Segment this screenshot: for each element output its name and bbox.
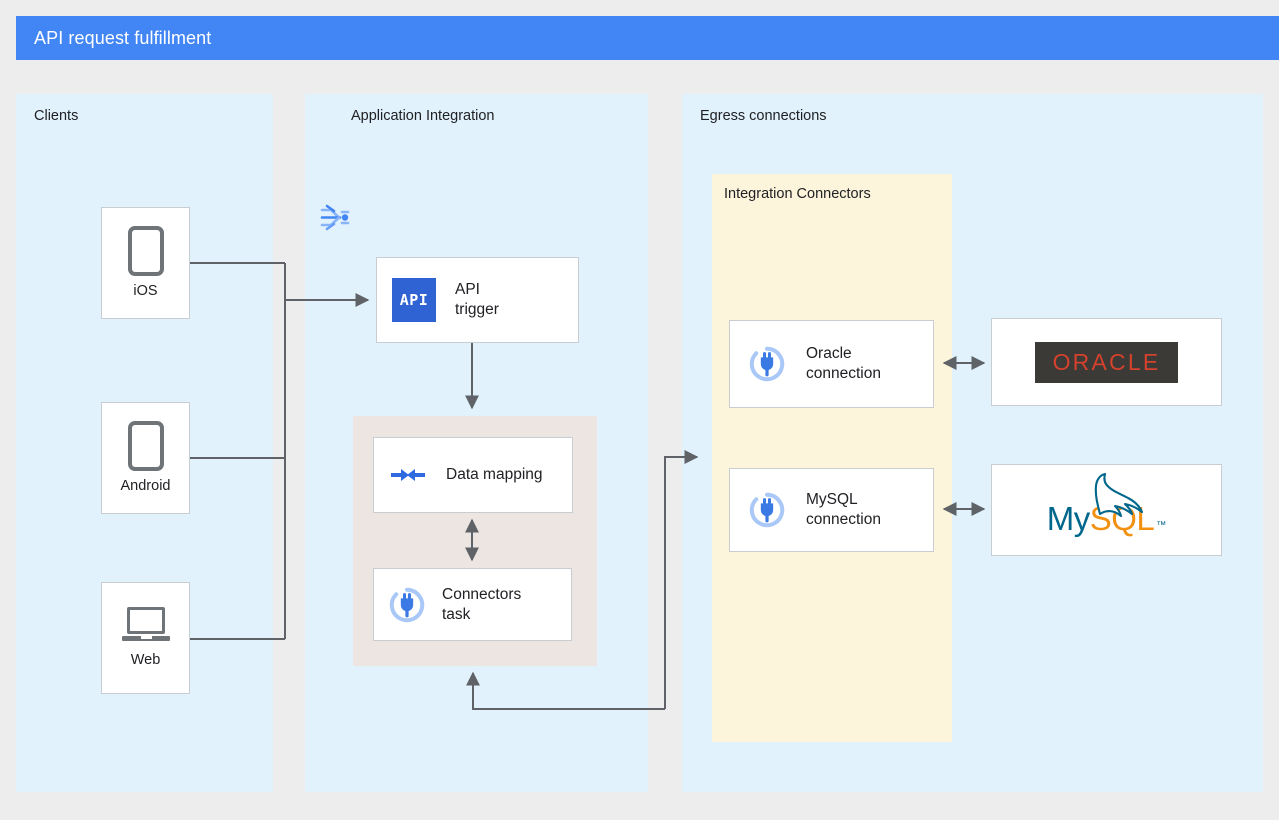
diagram-title-bar: API request fulfillment [16, 16, 1279, 60]
plug-connector-icon [746, 491, 788, 529]
node-data-mapping[interactable]: Data mapping [373, 437, 573, 513]
application-integration-icon [318, 202, 352, 239]
plug-connector-icon [386, 586, 428, 624]
database-oracle[interactable]: ORACLE [991, 318, 1222, 406]
mysql-dolphin-icon [1095, 472, 1144, 517]
laptop-icon [121, 606, 170, 645]
node-mysql-connection-label: MySQL connection [806, 491, 881, 528]
node-data-mapping-label: Data mapping [446, 466, 543, 484]
node-connectors-task[interactable]: Connectors task [373, 568, 572, 641]
plug-connector-icon [746, 345, 788, 383]
api-icon-text: API [399, 291, 429, 309]
phone-icon [127, 420, 164, 471]
phone-icon [127, 225, 164, 276]
node-connectors-task-label: Connectors task [442, 585, 522, 623]
client-node-android[interactable]: Android [101, 402, 190, 514]
panel-clients-label: Clients [34, 108, 79, 124]
client-node-web[interactable]: Web [101, 582, 190, 694]
client-node-label: iOS [133, 282, 158, 299]
client-node-ios[interactable]: iOS [101, 207, 190, 319]
panel-egress-label: Egress connections [700, 108, 827, 124]
panel-application-integration-label: Application Integration [351, 108, 495, 124]
oracle-logo: ORACLE [1034, 341, 1179, 383]
client-node-label: Android [120, 477, 171, 494]
mysql-trademark: ™ [1156, 519, 1167, 531]
node-mysql-connection[interactable]: MySQL connection [729, 468, 934, 552]
page-title: API request fulfillment [34, 27, 212, 48]
node-api-trigger-label: API trigger [455, 281, 499, 318]
node-oracle-connection[interactable]: Oracle connection [729, 320, 934, 408]
node-oracle-connection-label: Oracle connection [806, 345, 881, 382]
oracle-wordmark: ORACLE [1052, 348, 1161, 375]
data-mapping-icon [388, 464, 428, 486]
panel-integration-connectors: Integration Connectors [712, 174, 952, 742]
api-icon: API [391, 278, 437, 322]
client-node-label: Web [130, 651, 161, 668]
node-api-trigger[interactable]: API API trigger [376, 257, 579, 343]
mysql-wordmark-primary: My [1046, 499, 1091, 537]
panel-integration-connectors-label: Integration Connectors [724, 186, 871, 202]
